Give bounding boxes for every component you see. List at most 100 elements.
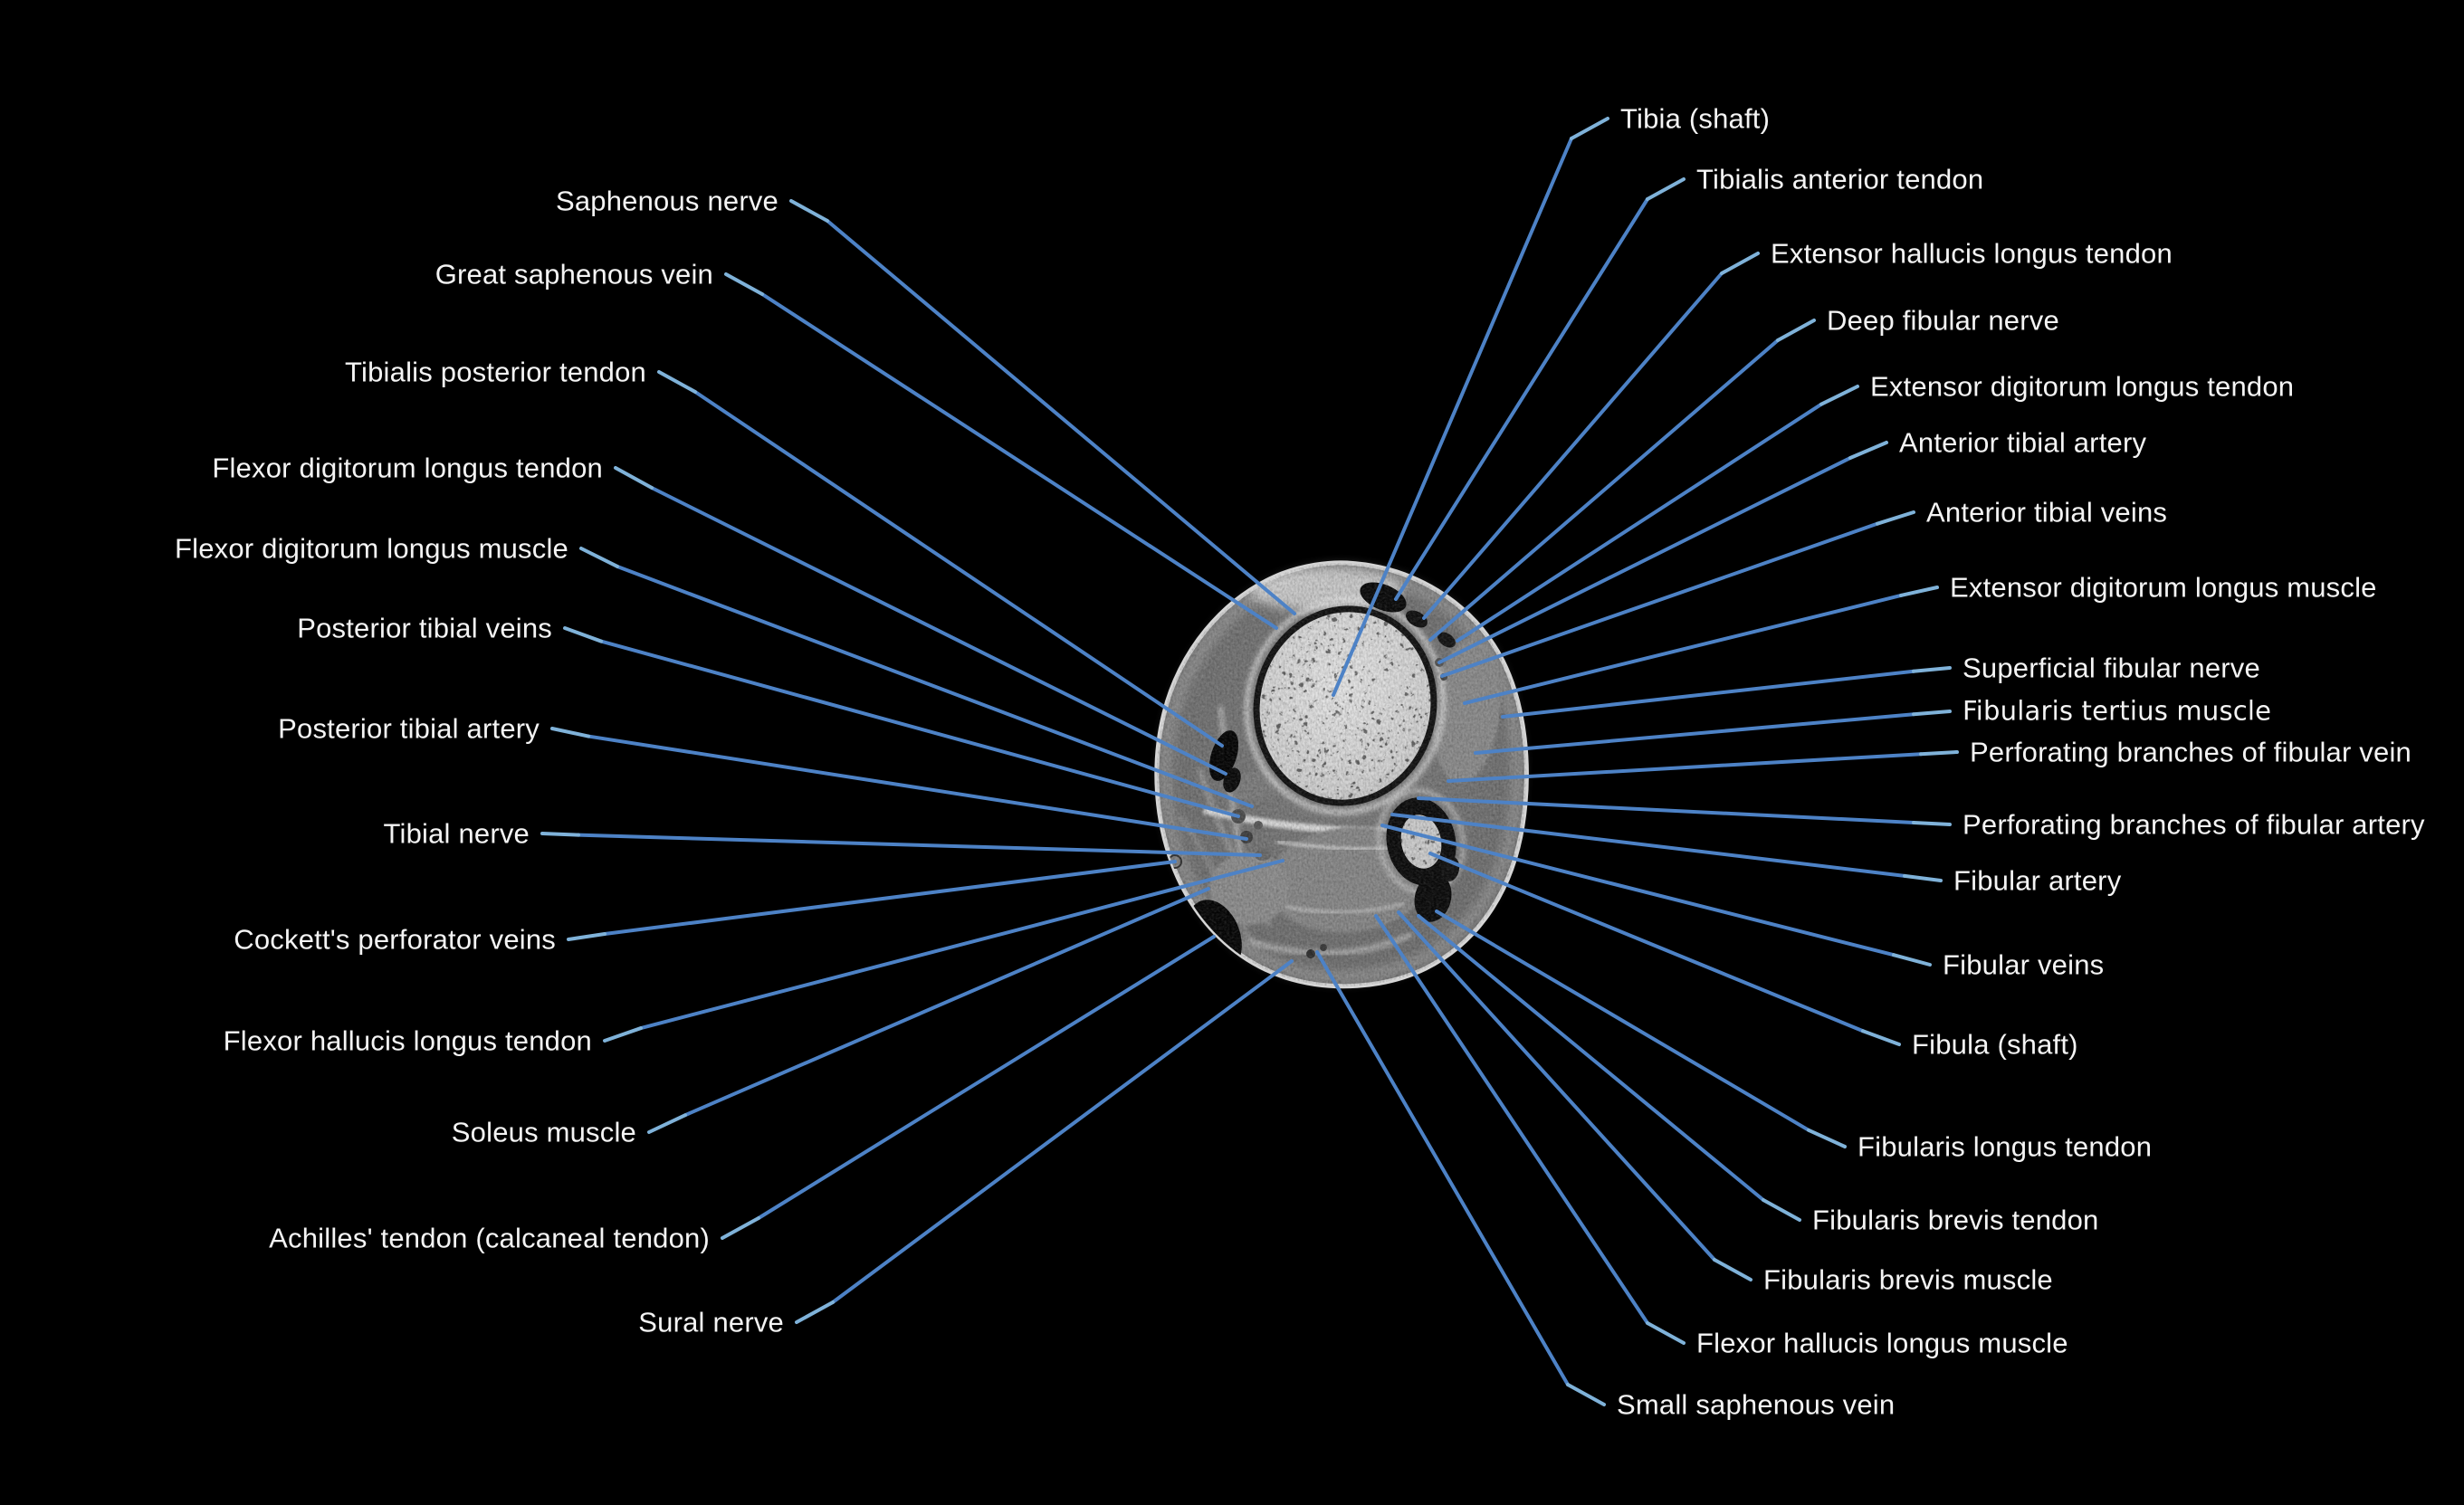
label-extensor-digitorum-longus-muscle: Extensor digitorum longus muscle	[1950, 571, 2377, 604]
label-fibularis-brevis-muscle: Fibularis brevis muscle	[1763, 1263, 2053, 1296]
leader-line-achilles-tendon-calcaneal-tendon	[757, 935, 1216, 1220]
leader-line-flexor-digitorum-longus-tendon	[650, 486, 1227, 776]
label-flexor-digitorum-longus-tendon: Flexor digitorum longus tendon	[212, 452, 603, 484]
leader-tick-sural-nerve	[795, 1300, 835, 1324]
leader-line-flexor-digitorum-longus-muscle	[616, 564, 1254, 808]
leader-line-sural-nerve	[831, 959, 1294, 1304]
label-perforating-branches-of-fibular-vein: Perforating branches of fibular vein	[1970, 736, 2411, 768]
leader-tick-great-saphenous-vein	[724, 272, 764, 296]
leader-line-fibularis-tertius-muscle	[1474, 712, 1915, 755]
leader-line-tibialis-posterior-tendon	[693, 390, 1224, 748]
leader-line-anterior-tibial-veins	[1440, 521, 1879, 678]
label-tibia-shaft: Tibia (shaft)	[1620, 102, 1771, 135]
leader-tick-fibularis-brevis-tendon	[1762, 1198, 1801, 1222]
mri-image	[1113, 543, 1584, 1014]
label-great-saphenous-vein: Great saphenous vein	[435, 258, 713, 291]
leader-line-soleus-muscle	[683, 887, 1210, 1118]
leader-line-fibularis-longus-tendon	[1435, 910, 1810, 1132]
leader-tick-tibial-nerve	[540, 832, 580, 837]
leader-tick-fibula-shaft	[1861, 1029, 1901, 1046]
leader-line-tibia-shaft	[1332, 137, 1573, 697]
label-extensor-hallucis-longus-tendon: Extensor hallucis longus tendon	[1771, 237, 2173, 270]
leader-line-extensor-digitorum-longus-muscle	[1463, 593, 1903, 705]
label-perforating-branches-of-fibular-artery: Perforating branches of fibular artery	[1963, 808, 2425, 841]
leader-line-flexor-hallucis-longus-muscle	[1374, 914, 1649, 1325]
leader-line-tibialis-anterior-tendon	[1394, 197, 1649, 601]
leader-line-flexor-hallucis-longus-tendon	[639, 859, 1285, 1031]
label-tibialis-anterior-tendon: Tibialis anterior tendon	[1696, 163, 1984, 195]
leader-tick-saphenous-nerve	[789, 199, 829, 223]
leader-tick-superficial-fibular-nerve	[1912, 666, 1952, 673]
leader-line-cockett-s-perforator-veins	[603, 860, 1177, 936]
label-fibularis-brevis-tendon: Fibularis brevis tendon	[1812, 1204, 2099, 1236]
leader-line-saphenous-nerve	[826, 219, 1296, 615]
leader-line-fibular-veins	[1380, 824, 1896, 957]
leader-line-extensor-digitorum-longus-tendon	[1456, 402, 1823, 643]
leader-tick-flexor-hallucis-longus-muscle	[1646, 1321, 1686, 1345]
leader-line-posterior-tibial-artery	[587, 734, 1248, 841]
leader-tick-fibularis-longus-tendon	[1807, 1128, 1847, 1148]
label-anterior-tibial-artery: Anterior tibial artery	[1899, 426, 2147, 459]
leader-tick-posterior-tibial-artery	[550, 727, 590, 738]
leader-line-extensor-hallucis-longus-tendon	[1422, 271, 1724, 620]
label-soleus-muscle: Soleus muscle	[451, 1116, 636, 1148]
leader-tick-fibular-veins	[1892, 953, 1932, 967]
leader-tick-tibialis-posterior-tendon	[657, 370, 697, 394]
label-posterior-tibial-artery: Posterior tibial artery	[278, 712, 540, 745]
leader-tick-extensor-hallucis-longus-tendon	[1720, 252, 1760, 275]
leader-line-deep-fibular-nerve	[1428, 338, 1780, 642]
label-saphenous-nerve: Saphenous nerve	[555, 185, 778, 217]
leader-line-perforating-branches-of-fibular-artery	[1417, 796, 1915, 824]
label-posterior-tibial-veins: Posterior tibial veins	[297, 612, 552, 644]
label-fibular-artery: Fibular artery	[1953, 864, 2122, 897]
label-achilles-tendon-calcaneal-tendon: Achilles' tendon (calcaneal tendon)	[269, 1222, 710, 1254]
leader-tick-fibular-artery	[1903, 873, 1943, 882]
leader-line-superficial-fibular-nerve	[1501, 669, 1915, 719]
leader-tick-extensor-digitorum-longus-muscle	[1899, 586, 1939, 597]
label-fibularis-tertius-muscle: Fibularis tertius muscle	[1963, 695, 2272, 727]
leader-tick-fibularis-tertius-muscle	[1912, 710, 1952, 717]
leader-tick-achilles-tendon-calcaneal-tendon	[721, 1216, 760, 1240]
leader-tick-perforating-branches-of-fibular-artery	[1912, 820, 1952, 826]
label-fibular-veins: Fibular veins	[1943, 948, 2105, 981]
mri-axial-ankle-svg	[1154, 560, 1529, 989]
leader-tick-deep-fibular-nerve	[1776, 319, 1816, 342]
label-extensor-digitorum-longus-tendon: Extensor digitorum longus tendon	[1870, 370, 2295, 403]
leader-tick-extensor-digitorum-longus-tendon	[1819, 385, 1859, 406]
leader-tick-flexor-digitorum-longus-muscle	[579, 547, 619, 568]
leader-line-tibial-nerve	[577, 833, 1262, 857]
leader-tick-perforating-branches-of-fibular-vein	[1919, 750, 1959, 757]
leader-tick-anterior-tibial-artery	[1848, 441, 1888, 461]
leader-line-fibularis-brevis-muscle	[1397, 910, 1716, 1262]
leader-line-small-saphenous-vein	[1315, 950, 1570, 1386]
leader-line-perforating-branches-of-fibular-vein	[1447, 752, 1923, 783]
label-flexor-hallucis-longus-tendon: Flexor hallucis longus tendon	[223, 1024, 592, 1057]
leader-tick-fibularis-brevis-muscle	[1713, 1258, 1752, 1281]
leader-line-fibularis-brevis-tendon	[1417, 914, 1765, 1202]
label-flexor-hallucis-longus-muscle: Flexor hallucis longus muscle	[1696, 1327, 2068, 1359]
label-cockett-s-perforator-veins: Cockett's perforator veins	[234, 923, 556, 956]
leader-tick-cockett-s-perforator-veins	[567, 931, 606, 941]
leader-tick-anterior-tibial-veins	[1876, 510, 1915, 526]
leader-line-fibula-shaft	[1428, 852, 1865, 1033]
label-superficial-fibular-nerve: Superficial fibular nerve	[1963, 652, 2260, 684]
label-tibialis-posterior-tendon: Tibialis posterior tendon	[345, 356, 646, 388]
label-sural-nerve: Sural nerve	[638, 1306, 784, 1338]
label-flexor-digitorum-longus-muscle: Flexor digitorum longus muscle	[174, 532, 568, 565]
label-tibial-nerve: Tibial nerve	[383, 817, 530, 850]
leader-line-great-saphenous-vein	[760, 292, 1278, 630]
label-anterior-tibial-veins: Anterior tibial veins	[1926, 496, 2168, 529]
leader-tick-posterior-tibial-veins	[563, 626, 603, 643]
leader-tick-soleus-muscle	[647, 1113, 687, 1134]
leg-cross-section	[1154, 560, 1529, 989]
leader-tick-tibia-shaft	[1570, 117, 1609, 140]
label-fibula-shaft: Fibula (shaft)	[1912, 1028, 2078, 1061]
leader-line-fibular-artery	[1390, 813, 1906, 878]
leader-tick-small-saphenous-vein	[1566, 1383, 1606, 1406]
leader-line-anterior-tibial-artery	[1437, 456, 1852, 664]
label-fibularis-longus-tendon: Fibularis longus tendon	[1858, 1130, 2153, 1163]
label-deep-fibular-nerve: Deep fibular nerve	[1827, 304, 2059, 337]
